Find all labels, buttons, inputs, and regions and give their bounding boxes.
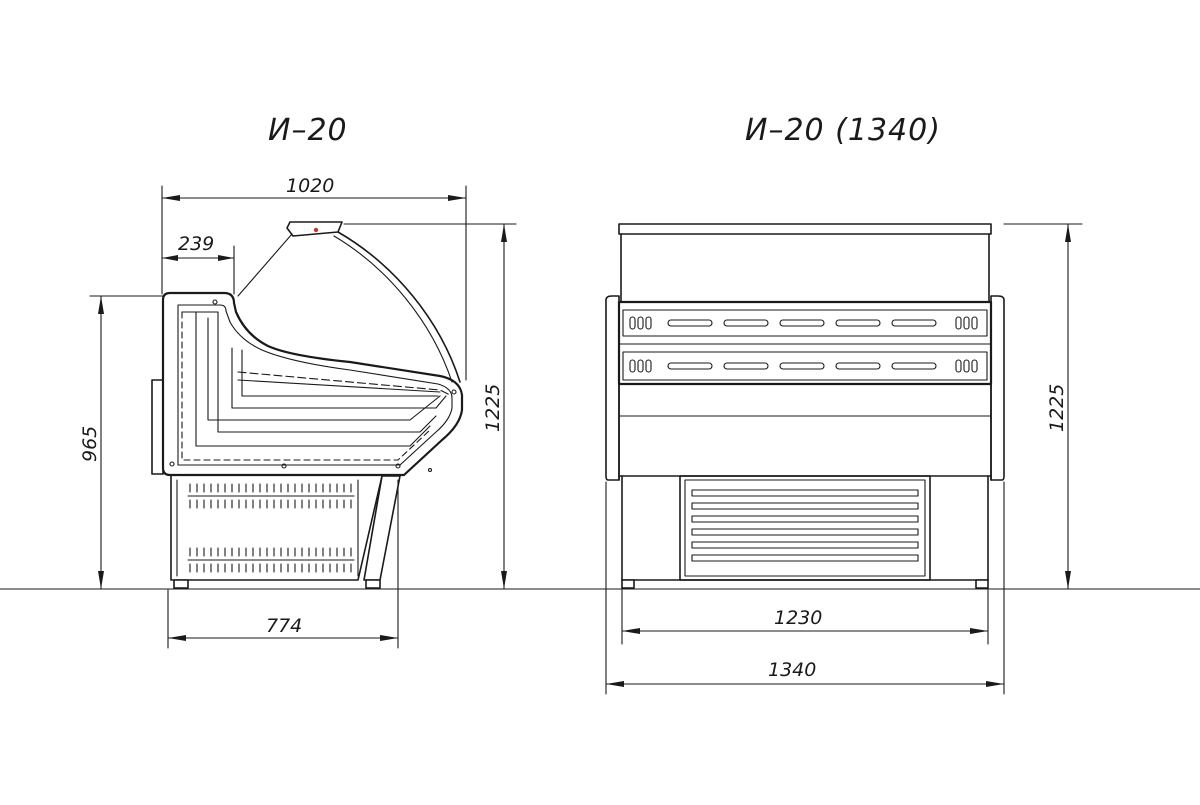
side-foot	[365, 579, 381, 589]
side-step-2	[195, 311, 437, 433]
louver-slot	[779, 319, 825, 327]
dim-arrow	[162, 255, 178, 261]
side-glass-outer	[337, 231, 461, 383]
dim-label-base-depth: 774	[266, 615, 302, 637]
front-foot	[621, 579, 635, 589]
dim-label-base-width: 1230	[774, 607, 822, 629]
front-louver-row-upper	[622, 309, 988, 337]
louver-hole	[955, 359, 962, 373]
dim-arrow	[1065, 224, 1071, 242]
dim-arrow	[501, 224, 507, 242]
louver-hole	[645, 359, 652, 373]
dim-label-front-offset: 239	[178, 233, 214, 255]
louver-slot	[891, 319, 937, 327]
front-end-panel-left	[605, 295, 620, 481]
dim-arrow	[501, 571, 507, 589]
front-control-band	[617, 300, 993, 386]
dim-arrow	[98, 571, 104, 589]
side-rear-panel	[151, 379, 164, 475]
dim-arrow	[970, 628, 988, 634]
louver-slot	[667, 362, 713, 370]
grille-slat	[691, 515, 919, 523]
louver-slot	[835, 319, 881, 327]
dim-arrow	[448, 195, 466, 201]
dim-arrow	[986, 681, 1004, 687]
louver-slot	[835, 362, 881, 370]
louver-slot	[891, 362, 937, 370]
front-louvers	[629, 316, 978, 373]
side-display-shelf	[237, 371, 453, 397]
side-tub-liner	[181, 311, 431, 461]
side-step-3	[207, 317, 441, 421]
louver-hole	[637, 359, 644, 373]
louver-hole	[955, 316, 962, 330]
grille-slat	[691, 489, 919, 497]
side-rivet	[281, 463, 287, 469]
front-view: 1225 1230 1340	[605, 223, 1083, 695]
grille-slat	[691, 541, 919, 549]
front-grille	[679, 475, 931, 581]
dim-label-front-overall-width: 1340	[768, 659, 816, 681]
dim-arrow	[1065, 571, 1071, 589]
dim-label-counter-height: 965	[79, 426, 101, 462]
side-tub-inner	[177, 304, 453, 466]
grille-slat	[691, 502, 919, 510]
side-step-4	[231, 347, 447, 409]
dim-label-overall-width: 1020	[286, 175, 334, 197]
side-view-title: И–20	[268, 113, 348, 148]
louver-slot	[779, 362, 825, 370]
louver-hole	[971, 316, 978, 330]
side-rivet	[395, 463, 401, 469]
side-glass-inner	[333, 235, 453, 383]
dim-arrow	[622, 628, 640, 634]
front-foot	[975, 579, 989, 589]
louver-hole	[963, 316, 970, 330]
side-rivet	[212, 299, 218, 305]
dim-arrow	[380, 635, 398, 641]
louver-hole	[637, 316, 644, 330]
dim-arrow	[606, 681, 624, 687]
louver-hole	[629, 359, 636, 373]
grille-slat	[691, 528, 919, 536]
louver-hole	[971, 359, 978, 373]
front-louver-row-lower	[622, 351, 988, 381]
side-display-shelf-edge	[237, 379, 441, 393]
side-vent-top	[187, 483, 355, 509]
side-step-5	[241, 349, 439, 397]
side-rivet	[451, 389, 457, 395]
dim-arrow	[218, 255, 234, 261]
louver-hole	[645, 316, 652, 330]
side-step-1	[181, 311, 431, 447]
side-machine-compartment	[170, 475, 383, 581]
side-rivet	[169, 461, 175, 467]
louver-hole	[629, 316, 636, 330]
side-rivet	[427, 467, 433, 473]
dim-arrow	[98, 296, 104, 314]
side-vent-bottom	[187, 547, 355, 573]
side-rear-glass-edge	[237, 233, 293, 297]
dim-label-front-height: 1225	[1046, 384, 1068, 432]
front-grille-inner	[684, 479, 926, 577]
front-grille-slats	[691, 489, 919, 562]
louver-slot	[667, 319, 713, 327]
grille-slat	[691, 554, 919, 562]
side-foot	[173, 579, 189, 589]
louver-slot	[723, 362, 769, 370]
louver-hole	[963, 359, 970, 373]
lamp-indicator-icon	[313, 227, 319, 233]
louver-slot	[723, 319, 769, 327]
front-canopy	[618, 223, 992, 235]
dim-label-total-height: 1225	[482, 384, 504, 432]
front-end-panel-right	[990, 295, 1005, 481]
side-view: 1020 239 965 1225 774	[79, 175, 517, 649]
dim-arrow	[162, 195, 180, 201]
dim-arrow	[168, 635, 186, 641]
front-view-title: И–20 (1340)	[745, 113, 941, 148]
